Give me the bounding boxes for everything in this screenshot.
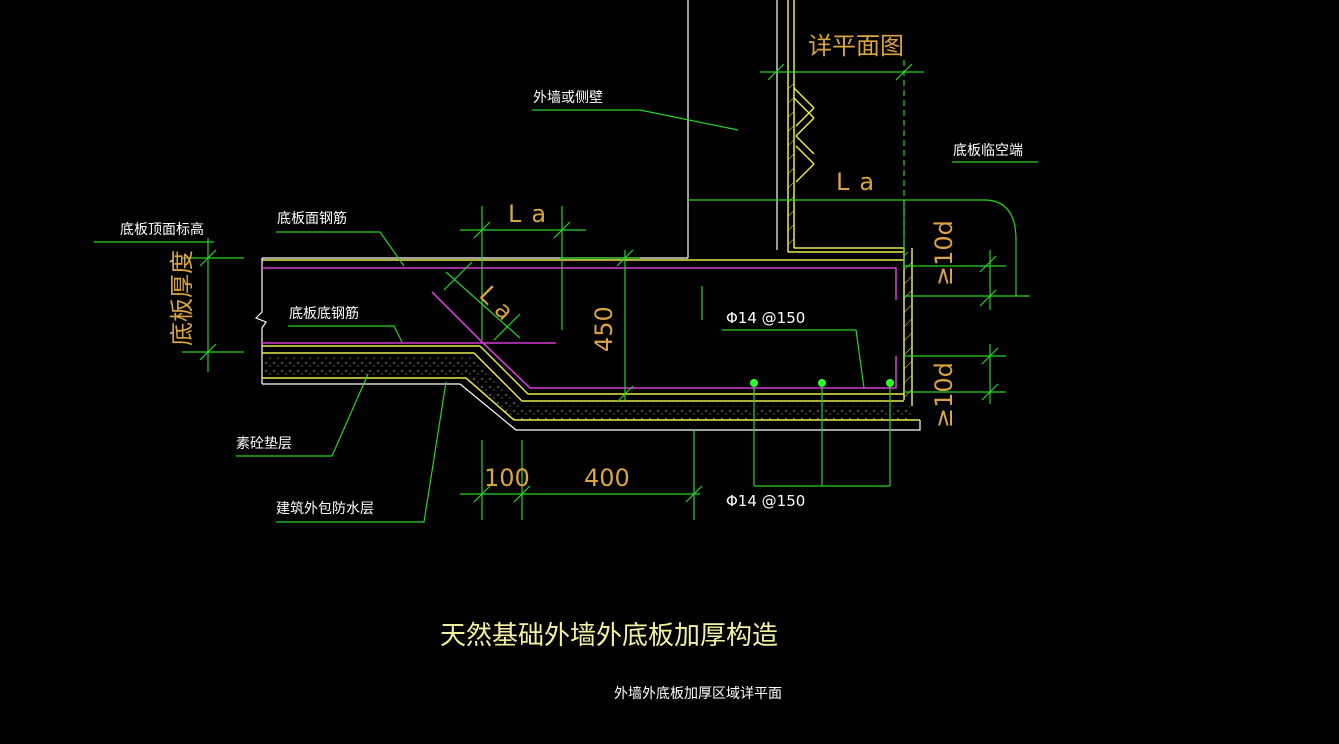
dim-10d-bottom: ≥10d — [930, 362, 958, 428]
rebar-lines — [262, 267, 897, 389]
dim-400: 400 — [584, 464, 630, 492]
label-slab-top-elevation: 底板顶面标高 — [120, 221, 204, 238]
wall-waterproof-line — [787, 0, 904, 253]
label-detail-plan: 详平面图 — [808, 32, 904, 60]
label-waterproof-layer: 建筑外包防水层 — [276, 501, 374, 517]
dim-100: 100 — [484, 464, 530, 492]
label-slab-free-end: 底板临空端 — [953, 143, 1023, 159]
label-slab-top-rebar: 底板面钢筋 — [277, 210, 347, 227]
outer-wall-outline — [262, 0, 778, 259]
soil-hatch-symbol — [793, 87, 815, 183]
slab-body — [254, 248, 921, 431]
drawing-title: 天然基础外墙外底板加厚构造 — [440, 621, 778, 651]
dim-la-top: La — [836, 168, 884, 196]
annotation-text: 外墙或侧壁 底板临空端 底板顶面标高 底板面钢筋 底板底钢筋 素砼垫层 建筑外包… — [120, 90, 1023, 702]
label-plain-concrete-cushion: 素砼垫层 — [236, 436, 292, 452]
rebar-section-dots — [750, 379, 894, 387]
label-slab-bottom-rebar: 底板底钢筋 — [289, 305, 359, 322]
drawing-subtitle: 外墙外底板加厚区域详平面 — [614, 686, 782, 702]
dim-10d-top: ≥10d — [930, 220, 958, 286]
rebar-callout-upper: Φ14 @150 — [726, 309, 805, 327]
dim-la-left: La — [508, 200, 556, 228]
rebar-callout-lower: Φ14 @150 — [726, 492, 805, 510]
label-slab-thickness: 底板厚度 — [168, 250, 196, 346]
leader-lines — [94, 60, 1038, 523]
dim-thickness-450: 450 — [590, 306, 618, 352]
label-outer-wall: 外墙或侧壁 — [533, 90, 603, 106]
